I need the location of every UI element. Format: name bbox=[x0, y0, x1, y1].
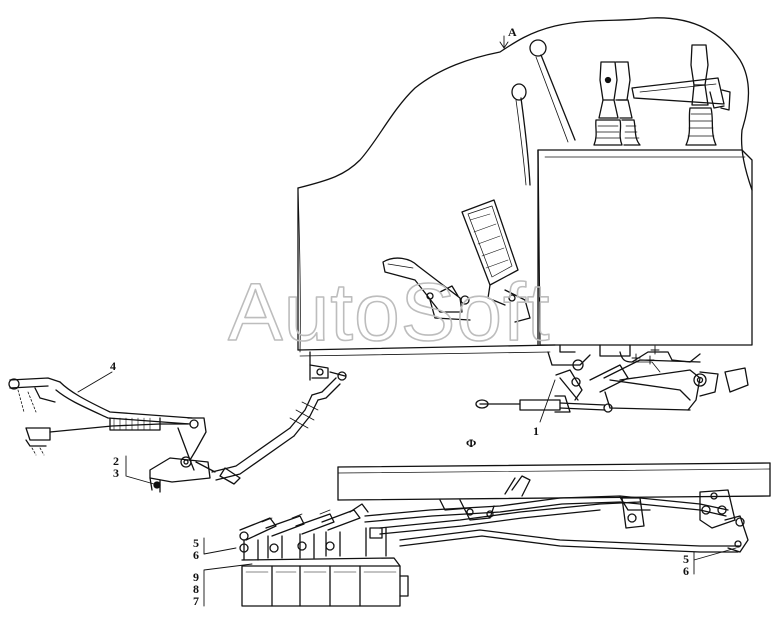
callout-view-a: A bbox=[508, 25, 517, 39]
callout-3: 3 bbox=[113, 466, 119, 480]
callout-8: 8 bbox=[193, 582, 199, 596]
callout-6-right: 6 bbox=[683, 564, 689, 578]
callout-5-right: 5 bbox=[683, 552, 689, 566]
hand-lever-left bbox=[512, 84, 530, 185]
cable-linkage bbox=[365, 476, 748, 552]
callout-2: 2 bbox=[113, 454, 119, 468]
joystick-right bbox=[632, 45, 730, 145]
callout-7: 7 bbox=[193, 594, 199, 608]
accelerator-pedal bbox=[462, 200, 530, 322]
under-cab-linkage bbox=[310, 346, 748, 412]
callout-5-left: 5 bbox=[193, 536, 199, 550]
cab-outline bbox=[298, 18, 752, 356]
callout-9: 9 bbox=[193, 570, 199, 584]
leader-lines bbox=[78, 36, 736, 606]
watermark: AutoSoft bbox=[228, 267, 551, 358]
callout-4: 4 bbox=[110, 359, 116, 373]
callout-labels: A 1 4 2 3 Ф 5 6 9 8 7 5 6 bbox=[110, 25, 689, 608]
control-console bbox=[538, 150, 752, 356]
valve-block bbox=[240, 504, 408, 606]
remote-lever-assembly bbox=[9, 378, 340, 492]
hand-lever-middle bbox=[530, 40, 575, 142]
callout-phi: Ф bbox=[466, 436, 476, 450]
callout-6-left: 6 bbox=[193, 548, 199, 562]
joystick-left bbox=[594, 62, 640, 145]
callout-1: 1 bbox=[533, 424, 539, 438]
brake-pedal bbox=[383, 258, 470, 320]
frame-rail bbox=[338, 463, 770, 510]
